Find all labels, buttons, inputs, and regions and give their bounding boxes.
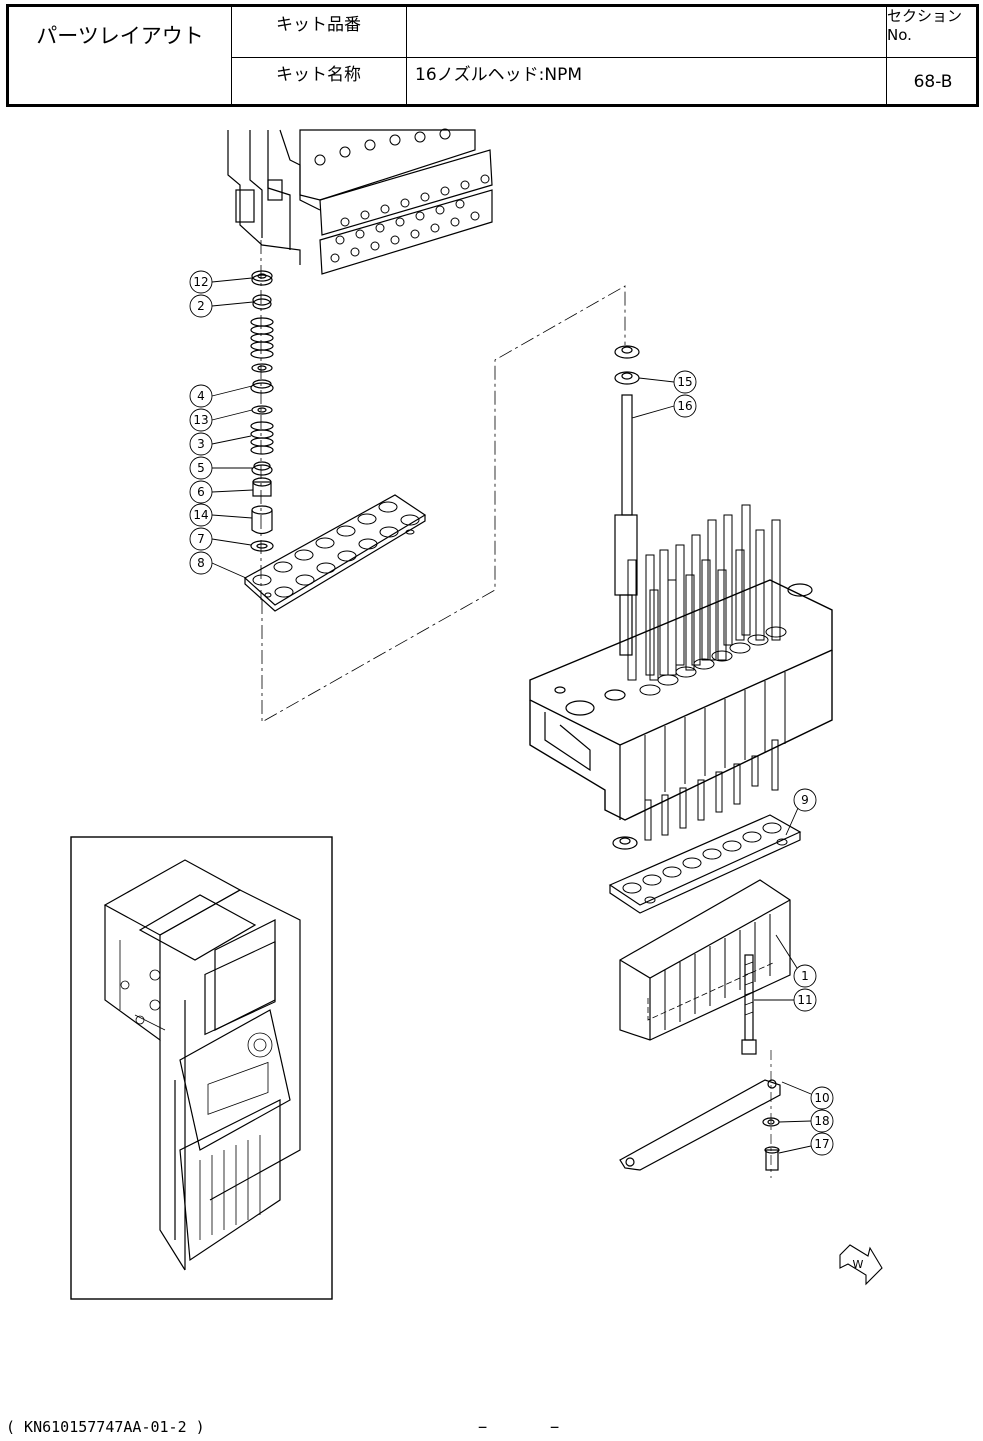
callout-2: 2 [197,299,205,313]
page-dash-left: − [478,1418,487,1436]
assembly-guide-line [262,286,625,722]
nozzle-head-assembly [530,346,832,1178]
callout-4: 4 [197,389,205,403]
document-code: ( KN610157747AA-01-2 ) [6,1418,205,1436]
nozzle-parts-stack [251,240,273,600]
callout-16: 16 [677,399,692,413]
callout-15: 15 [677,375,692,389]
callout-17: 17 [814,1137,829,1151]
callout-3: 3 [197,437,205,451]
callout-14: 14 [193,508,208,522]
callout-13: 13 [193,413,208,427]
callout-12: 12 [193,275,208,289]
callout-7: 7 [197,532,205,546]
callout-5: 5 [197,461,205,475]
callout-10: 10 [814,1091,829,1105]
callout-9: 9 [801,793,809,807]
callout-8: 8 [197,556,205,570]
callout-6: 6 [197,485,205,499]
callout-1: 1 [801,969,809,983]
direction-arrow-icon: W [840,1245,882,1284]
direction-label: W [853,1258,864,1271]
valve-block-assembly [228,129,492,274]
callout-18: 18 [814,1114,829,1128]
callout-markers [190,271,833,1155]
callout-labels: 12 2 4 13 3 5 6 14 7 8 15 16 9 1 11 10 1… [193,275,829,1151]
callout-11: 11 [797,993,812,1007]
page-dash-right: − [550,1418,559,1436]
overview-inset [71,837,332,1299]
